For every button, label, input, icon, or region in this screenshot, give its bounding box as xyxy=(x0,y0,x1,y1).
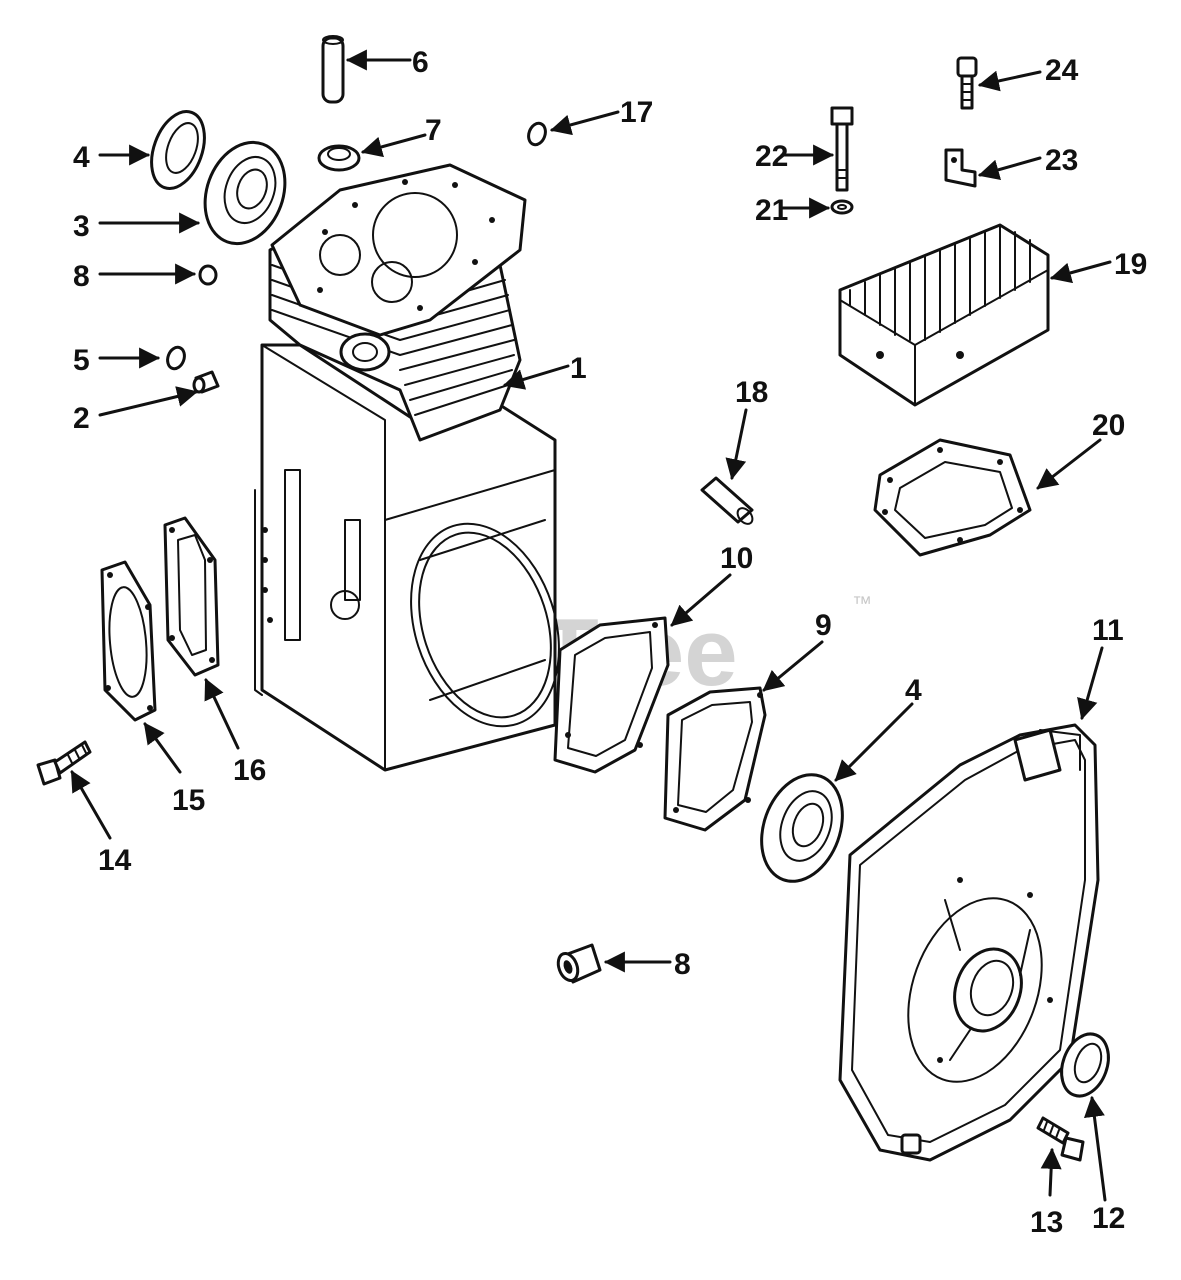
part-11-bearing-plate xyxy=(838,723,1100,1162)
part-8-plug-upper xyxy=(198,264,218,286)
part-16-gasket xyxy=(163,516,220,677)
callout-3: 3 xyxy=(73,210,90,243)
part-17-ring xyxy=(527,121,547,147)
callout-10: 10 xyxy=(720,542,753,575)
part-7-valve-seal xyxy=(317,144,361,172)
part-10-gasket xyxy=(553,616,670,774)
callout-23: 23 xyxy=(1045,144,1078,177)
callout-15: 15 xyxy=(172,784,205,817)
callout-17: 17 xyxy=(620,96,653,129)
callout-5: 5 xyxy=(73,344,90,377)
callout-1: 1 xyxy=(570,352,587,385)
part-9-gasket xyxy=(663,686,767,832)
part-20-head-gasket xyxy=(873,438,1032,557)
part-18-dowel-pin xyxy=(700,476,754,525)
callout-7: 7 xyxy=(425,114,442,147)
callout-4-upper: 4 xyxy=(73,141,90,174)
part-14-bolt xyxy=(36,740,92,786)
callout-11: 11 xyxy=(1092,614,1124,647)
part-23-bracket xyxy=(944,148,977,188)
part-2-dowel-pin xyxy=(192,370,220,394)
callout-9: 9 xyxy=(815,609,832,642)
callout-14: 14 xyxy=(98,844,132,877)
part-8-needle-bearing-lower xyxy=(556,943,602,984)
callout-21: 21 xyxy=(755,194,788,227)
watermark-trademark: ™ xyxy=(852,593,872,615)
callout-12: 12 xyxy=(1092,1202,1125,1235)
part-6-pin xyxy=(321,35,345,104)
part-21-washer xyxy=(830,199,854,215)
callout-6: 6 xyxy=(412,46,429,79)
callout-13: 13 xyxy=(1030,1206,1063,1239)
part-15-cover-plate xyxy=(100,560,157,722)
part-13-screw xyxy=(1036,1116,1085,1162)
callout-2: 2 xyxy=(73,402,90,435)
part-4-ball-bearing-lower xyxy=(760,773,844,883)
callout-4-lower: 4 xyxy=(905,674,922,707)
callout-16: 16 xyxy=(233,754,266,787)
part-22-bolt xyxy=(830,106,854,192)
part-crankcase-cylinder-block xyxy=(254,163,560,772)
callout-19: 19 xyxy=(1114,248,1147,281)
part-19-cylinder-head xyxy=(838,223,1050,407)
leader-arrows xyxy=(70,49,1112,1202)
callout-8-upper: 8 xyxy=(73,260,90,293)
callout-24: 24 xyxy=(1045,54,1079,87)
callout-20: 20 xyxy=(1092,409,1125,442)
callout-numbers: 1 2 3 4 4 5 6 7 8 8 9 10 11 12 13 14 15 … xyxy=(73,46,1147,1239)
callout-22: 22 xyxy=(755,140,788,173)
part-4-oil-seal-upper xyxy=(150,110,206,190)
callout-8-lower: 8 xyxy=(674,948,691,981)
part-3-ball-bearing xyxy=(203,140,287,246)
part-12-oil-seal xyxy=(1060,1032,1110,1098)
callout-18: 18 xyxy=(735,376,768,409)
part-24-screw xyxy=(956,56,978,110)
part-5-washer xyxy=(166,345,186,371)
